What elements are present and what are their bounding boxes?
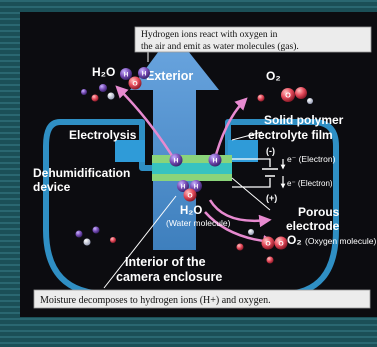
particle-tl-2 [107, 92, 115, 100]
oxygen-atom-mid: O [183, 188, 197, 202]
h2o-top-label: H₂O [92, 65, 115, 79]
oxygen-molecule-label: (Oxygen molecule) [305, 236, 377, 246]
o2-middle-label: O₂ [287, 233, 302, 247]
oxygen-atom-top: O [128, 76, 142, 90]
particle-tl-4 [81, 89, 87, 95]
solid-polymer-label-2: electrolyte film [248, 128, 333, 142]
h2o-middle-label: H₂O [180, 205, 202, 217]
hydrogen-ion-membrane-b: H [208, 153, 222, 167]
hydrogen-ion-mid-a: H [177, 180, 189, 192]
o2-top-label: O₂ [266, 69, 281, 83]
top-caption-line2: the air and emit as water molecules (gas… [141, 41, 299, 52]
particle-b-2 [248, 229, 254, 235]
oxygen-atom-mid-glyph: O [187, 192, 193, 199]
hydrogen-ion-membrane-a-glyph: H [174, 157, 179, 164]
right-electrode-post [228, 140, 258, 162]
particle-b-6 [92, 226, 100, 234]
oxygen-atom-mid-a: O [261, 236, 275, 250]
callout-line-solid-polymer [231, 131, 263, 141]
oxygen-atom-top-a: O [281, 88, 295, 102]
membrane-film [152, 163, 232, 174]
particle-tr-2 [307, 98, 313, 104]
particle-b-1 [236, 243, 244, 251]
interior-label-2: camera enclosure [116, 270, 222, 284]
hydrogen-ion-top-b: H [138, 67, 150, 79]
porous-label-1: Porous [298, 205, 340, 219]
electron-label-top: e⁻ (Electron) [287, 154, 336, 164]
water-molecule-label: (Water molecule) [166, 218, 231, 228]
hydrogen-ion-top-b-glyph: H [142, 70, 147, 77]
hydrogen-ion-membrane-a: H [169, 153, 183, 167]
electrode-band-bottom [152, 174, 232, 181]
bottom-caption-box [33, 289, 371, 309]
circuit-wire [232, 158, 271, 188]
oxygen-path-down [208, 199, 272, 228]
top-caption-box [134, 26, 372, 53]
electrode-band-top [152, 155, 232, 163]
callout-line-porous [231, 177, 271, 211]
particle-tl-3 [91, 94, 99, 102]
left-electrode-post [115, 140, 145, 162]
particle-b-4 [75, 230, 83, 238]
electron-label-bottom: e⁻ (Electron) [287, 179, 333, 188]
oxygen-atom-top-a-glyph: O [285, 91, 291, 100]
oxygen-atom-top-b [295, 87, 307, 99]
particle-b-7 [110, 237, 116, 243]
ion-path-left-up [115, 85, 178, 163]
porous-label-2: electrode [286, 219, 340, 233]
particle-b-5 [83, 238, 91, 246]
particle-tr-1 [257, 94, 265, 102]
electrolysis-label: Electrolysis [69, 128, 137, 142]
callout-line-bottom [103, 195, 177, 289]
dehumidification-label-1: Dehumidification [33, 166, 130, 180]
hydrogen-ion-mid-b: H [190, 180, 202, 192]
upward-flow-arrow [130, 32, 219, 250]
solid-polymer-label-1: Solid polymer [264, 113, 344, 127]
interior-label-1: Interior of the [125, 255, 206, 269]
oxygen-atom-mid-b: O [274, 236, 288, 250]
bottom-caption: Moisture decomposes to hydrogen ions (H+… [40, 295, 271, 306]
oxygen-atom-mid-b-glyph: O [278, 240, 284, 247]
top-caption-line1: Hydrogen ions react with oxygen in [141, 30, 278, 40]
exterior-label: Exterior [146, 69, 193, 83]
particle-b-3 [266, 256, 274, 264]
hydrogen-ion-mid-a-glyph: H [181, 183, 186, 190]
hydrogen-ion-membrane-b-glyph: H [213, 157, 218, 164]
oxygen-atom-top-glyph: O [132, 80, 138, 87]
dehumidification-label-2: device [33, 180, 71, 194]
hydrogen-ion-top-a: H [120, 68, 132, 80]
hydrogen-ion-top-a-glyph: H [124, 71, 129, 78]
oxygen-atom-mid-a-glyph: O [265, 240, 271, 247]
hydrogen-ion-mid-b-glyph: H [194, 183, 199, 190]
plus-terminal-label: (+) [266, 193, 277, 203]
minus-terminal-label: (-) [266, 146, 275, 156]
particle-tl-1 [99, 84, 107, 92]
